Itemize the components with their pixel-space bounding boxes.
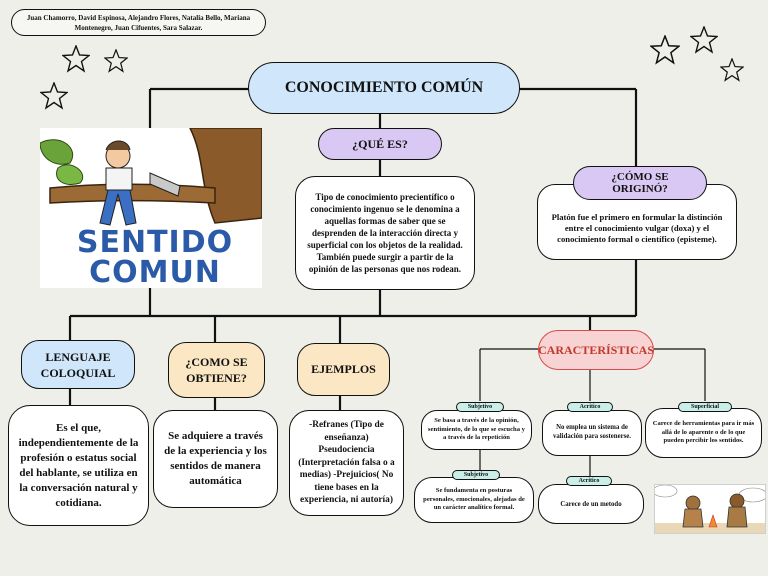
que-es-heading: ¿QUÉ ES? (318, 128, 442, 160)
caracteristica-text: Carece de herramientas para ir más allá … (652, 420, 755, 445)
caracteristica-text: Carece de un metodo (560, 500, 622, 508)
star-icon (104, 49, 128, 73)
caracteristica-card: Carece de un metodo (538, 484, 644, 524)
obtiene-text: Se adquiere a través de la experiencia y… (164, 430, 267, 487)
ejemplos-heading: EJEMPLOS (297, 343, 390, 396)
caracteristica-tag: Acritico (567, 402, 613, 412)
caracteristica-text: Se fundamenta en posturas personales, em… (423, 487, 525, 512)
caracteristica-tag-label: Subjetivo (467, 404, 493, 410)
page-title: CONOCIMIENTO COMÚN (284, 79, 484, 96)
caracteristicas-label: CARACTERÍSTICAS (537, 342, 655, 357)
caracteristica-tag: Subjetivo (452, 470, 500, 480)
star-icon (650, 35, 680, 65)
lenguaje-text-box: Es el que, independientemente de la prof… (8, 405, 149, 526)
obtiene-text-box: Se adquiere a través de la experiencia y… (153, 410, 278, 508)
caracteristica-tag-label: Acritico (578, 478, 600, 484)
que-es-text-box: Tipo de conocimiento precientífico o con… (295, 176, 475, 290)
star-icon (690, 26, 718, 54)
caracteristica-text: No emplea un sistema de validación para … (553, 424, 631, 440)
caracteristica-tag: Superficial (678, 402, 732, 412)
obtiene-heading: ¿COMO SE OBTIENE? (168, 342, 265, 398)
logo-text: SENTIDO COMUN (60, 228, 250, 288)
logo-line-1: SENTIDO (76, 225, 234, 260)
origen-heading: ¿CÓMO SE ORIGINÓ? (573, 166, 707, 200)
ejemplos-text: -Refranes (Tipo de enseñanza) Pseudocien… (298, 420, 395, 506)
caracteristica-tag: Subjetivo (456, 402, 504, 412)
lenguaje-label: LENGUAJE COLOQUIAL (40, 349, 116, 380)
caracteristicas-heading: CARACTERÍSTICAS (538, 330, 654, 370)
lenguaje-text: Es el que, independientemente de la prof… (18, 421, 139, 509)
star-icon (720, 58, 744, 82)
logo-line-2: COMUN (89, 255, 221, 288)
caracteristica-card: Se basa a través de la opinión, sentimie… (421, 410, 532, 450)
ejemplos-label: EJEMPLOS (311, 362, 376, 376)
caracteristica-tag-label: Superficial (691, 404, 719, 410)
caracteristica-card: Carece de herramientas para ir más allá … (645, 408, 762, 458)
lenguaje-heading: LENGUAJE COLOQUIAL (21, 340, 135, 389)
title-box: CONOCIMIENTO COMÚN (248, 62, 520, 114)
authors-box: Juan Chamorro, David Espinosa, Alejandro… (11, 9, 266, 36)
caracteristica-tag: Acritico (566, 476, 612, 486)
caracteristica-tag-label: Subjetivo (463, 472, 489, 478)
caracteristica-card: Se fundamenta en posturas personales, em… (414, 477, 534, 523)
cavemen-drawing (655, 485, 765, 533)
ejemplos-text-box: -Refranes (Tipo de enseñanza) Pseudocien… (289, 410, 404, 516)
star-icon (40, 82, 68, 110)
tree-branch-illustration (40, 128, 262, 226)
caracteristica-text: Se basa a través de la opinión, sentimie… (428, 417, 525, 442)
authors-text: Juan Chamorro, David Espinosa, Alejandro… (26, 13, 251, 32)
sentido-comun-illustration: SENTIDO COMUN (40, 128, 262, 288)
caracteristica-tag-label: Acritico (579, 404, 601, 410)
que-es-text: Tipo de conocimiento precientífico o con… (307, 192, 463, 274)
star-icon (62, 45, 90, 73)
origen-label: ¿CÓMO SE ORIGINÓ? (611, 171, 669, 195)
obtiene-label: ¿COMO SE OBTIENE? (185, 355, 248, 385)
cavemen-illustration (654, 484, 766, 534)
caracteristica-card: No emplea un sistema de validación para … (542, 410, 642, 456)
que-es-label: ¿QUÉ ES? (352, 136, 408, 151)
